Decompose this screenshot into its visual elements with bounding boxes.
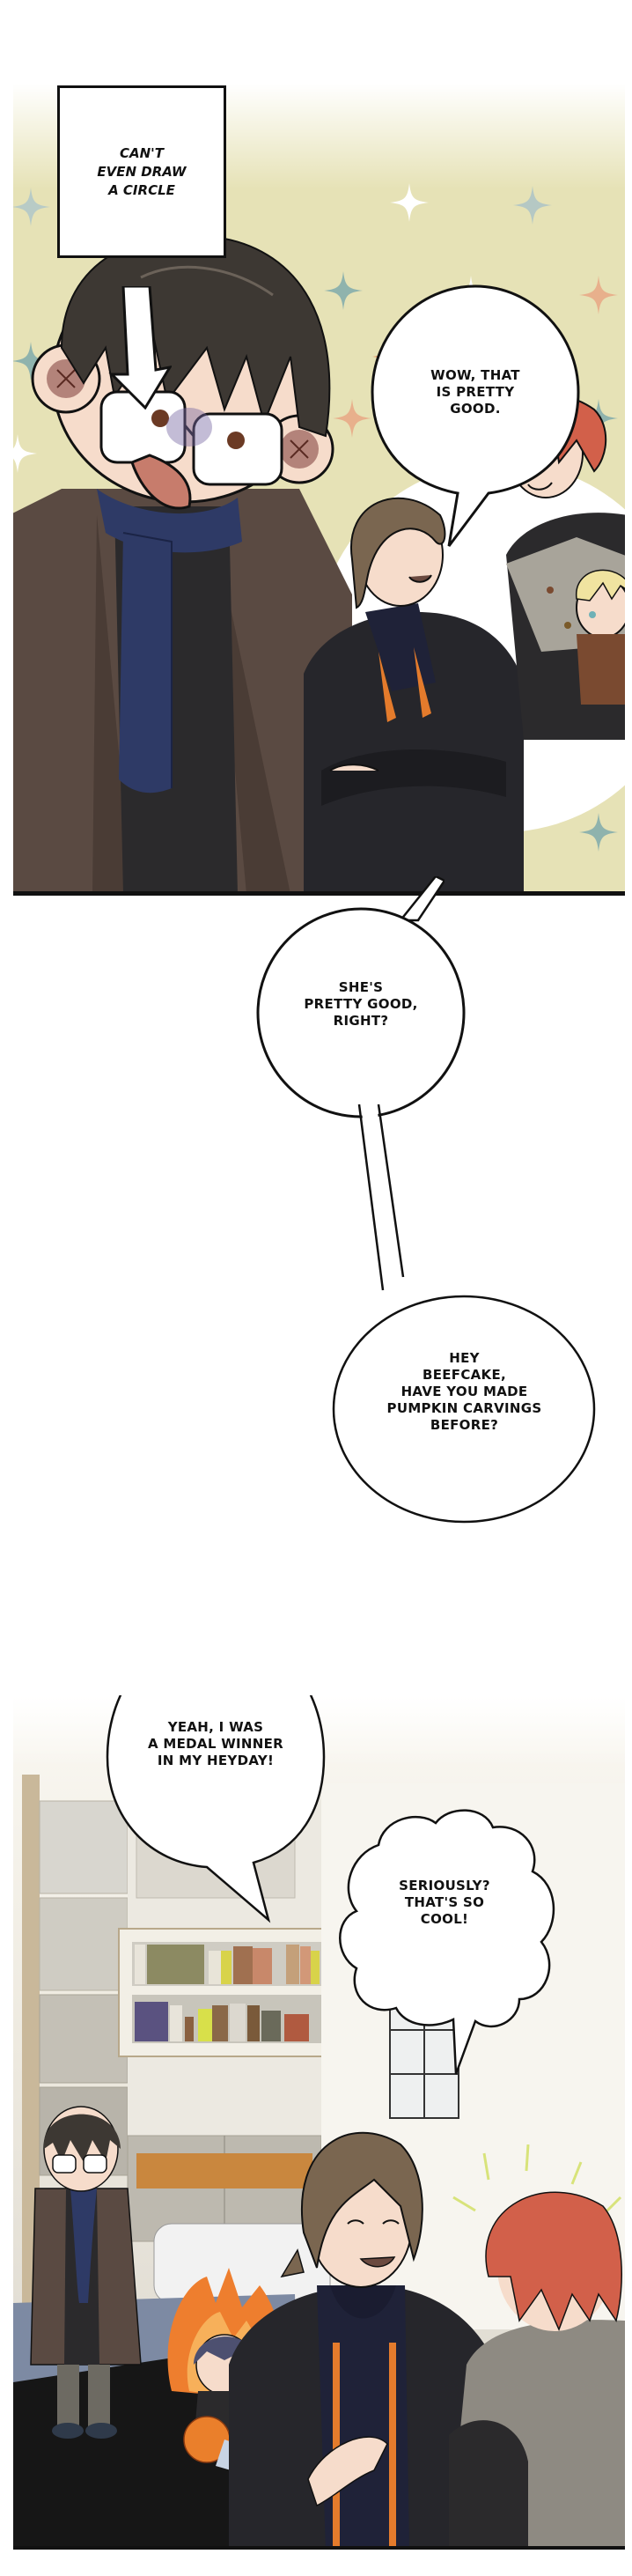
panel-1-bottom-border (13, 891, 625, 896)
glasses-boy-chibi (13, 234, 352, 894)
bubble-line: HAVE YOU MADE (401, 1383, 528, 1399)
caption-box: CAN'T EVEN DRAW A CIRCLE (57, 85, 226, 258)
caption-arrow (108, 286, 172, 410)
shes-pretty-good-bubble-text: SHE'S PRETTY GOOD, RIGHT? (273, 960, 449, 1048)
medal-winner-bubble-text: YEAH, I WAS A MEDAL WINNER IN MY HEYDAY! (114, 1709, 317, 1779)
glasses-boy-standing (30, 2106, 142, 2439)
caption-text: CAN'T EVEN DRAW A CIRCLE (97, 144, 186, 200)
bubble-line: BEEFCAKE, (422, 1366, 507, 1383)
bubble-line: GOOD. (450, 400, 501, 417)
caption-line-3: A CIRCLE (108, 181, 175, 198)
brown-haired-man (304, 497, 524, 894)
bubble-line: IN MY HEYDAY! (157, 1752, 275, 1768)
bubble-line: SHE'S (338, 978, 384, 995)
seriously-bubble-shape (339, 1809, 555, 2075)
wow-bubble-text: WOW, THAT IS PRETTY GOOD. (383, 348, 568, 436)
bubble-line: A MEDAL WINNER (147, 1735, 284, 1752)
wow-bubble-shape (371, 284, 580, 547)
bubble-line: COOL! (420, 1910, 469, 1927)
bubble-line: IS PRETTY (436, 383, 515, 400)
red-haired-man-back (449, 2144, 625, 2548)
shes-bubble-tail (398, 876, 445, 922)
bubble-line: WOW, THAT (430, 366, 520, 383)
bubble-line: BEFORE? (430, 1416, 499, 1433)
bubble-line: PRETTY GOOD, (304, 995, 418, 1012)
panel-1: CAN'T EVEN DRAW A CIRCLE WOW, THAT IS PR… (13, 84, 625, 894)
caption-line-1: CAN'T (120, 144, 164, 161)
bubble-line: RIGHT? (333, 1012, 389, 1029)
bubble-line: HEY (449, 1349, 480, 1366)
hey-beefcake-bubble-shape (332, 1295, 596, 1524)
bubble-line: THAT'S SO (404, 1893, 485, 1910)
bubble-line: PUMPKIN CARVINGS (386, 1399, 542, 1416)
hey-beefcake-bubble-text: HEY BEEFCAKE, HAVE YOU MADE PUMPKIN CARV… (348, 1330, 581, 1453)
medal-winner-bubble-shape (106, 1695, 326, 1923)
bubble-connector (357, 1103, 405, 1299)
panel-2: YEAH, I WAS A MEDAL WINNER IN MY HEYDAY!… (13, 1695, 625, 2548)
brown-haired-man-laughing (229, 2131, 502, 2548)
caption-line-2: EVEN DRAW (97, 163, 187, 180)
seriously-bubble-text: SERIOUSLY? THAT'S SO COOL! (361, 1867, 528, 1938)
panel-2-bottom-border (13, 2546, 625, 2550)
bubble-line: YEAH, I WAS (167, 1718, 264, 1735)
bubble-line: SERIOUSLY? (399, 1877, 490, 1893)
